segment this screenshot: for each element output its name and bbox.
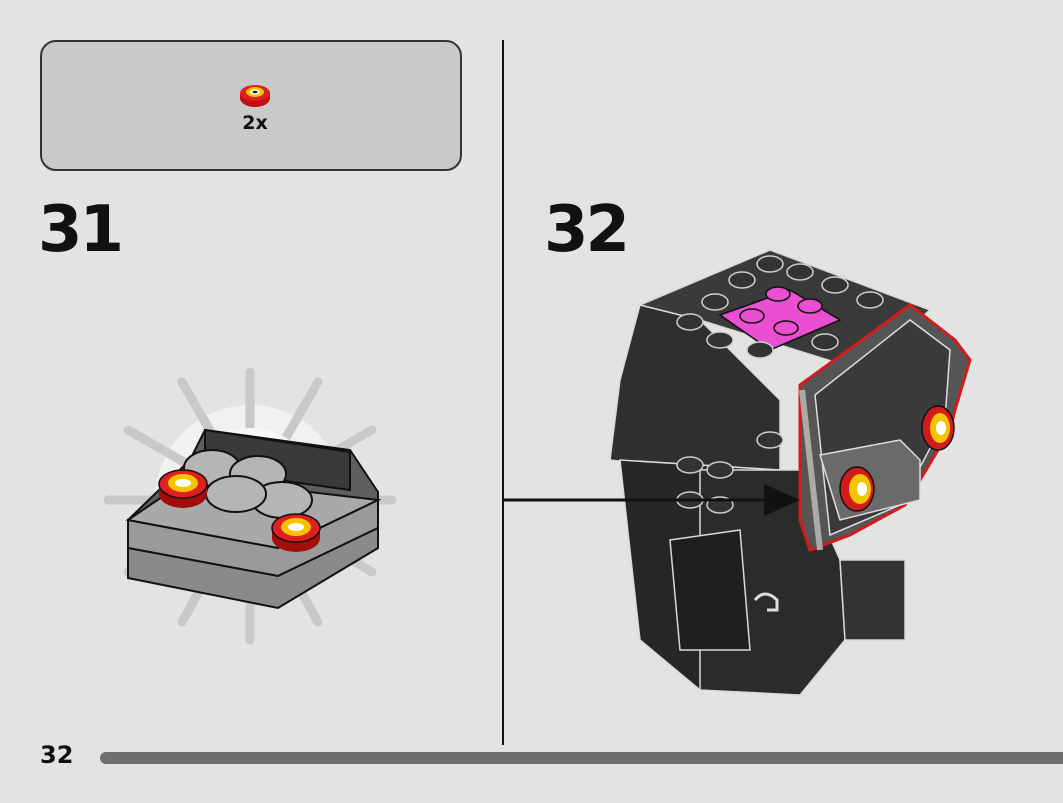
progress-bar	[100, 752, 1063, 764]
step-number-31: 31	[38, 193, 124, 267]
eye-tile-left	[158, 469, 208, 508]
step-number-32: 32	[544, 193, 630, 267]
eye-tile-face-right	[921, 405, 955, 451]
round-tile-red-yellow-eye-icon	[240, 85, 270, 107]
eye-tile-right	[271, 513, 321, 552]
part-quantity: 2x	[242, 112, 268, 134]
assembly-arrow	[504, 484, 800, 516]
step32-black-head	[609, 249, 932, 696]
parts-callout: 2x	[40, 40, 462, 171]
step-divider	[502, 40, 504, 745]
eye-tile-face-left	[839, 466, 875, 512]
page-number: 32	[40, 741, 74, 769]
